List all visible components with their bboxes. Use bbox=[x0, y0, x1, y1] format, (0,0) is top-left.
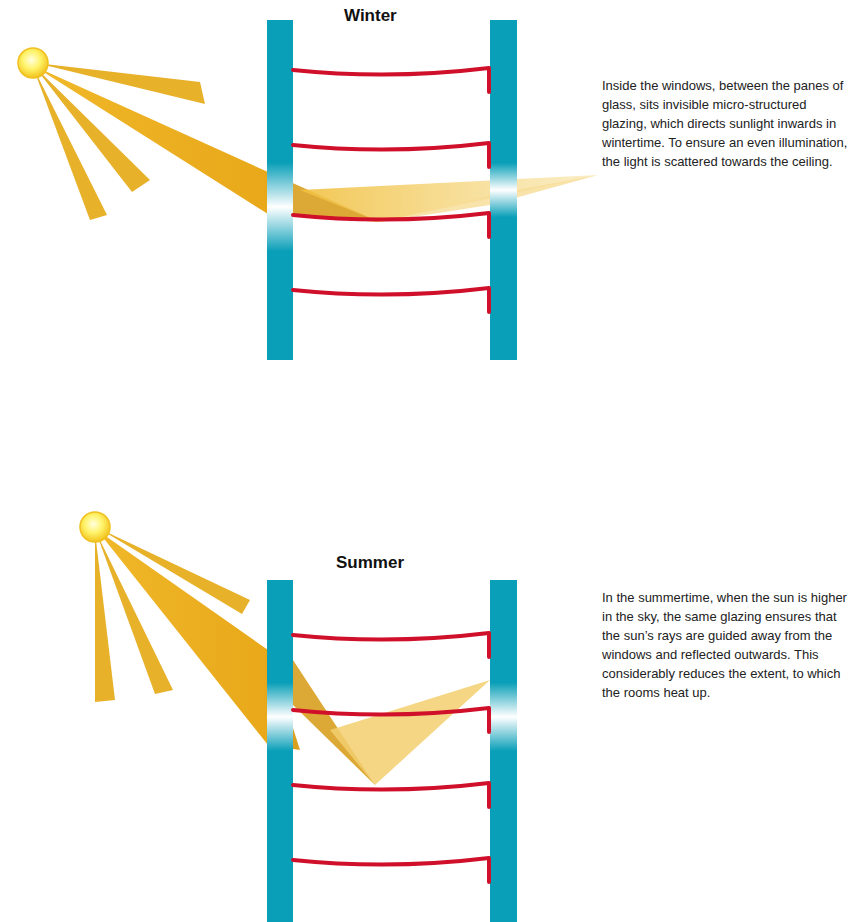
micro-structure-shelves bbox=[293, 633, 489, 882]
outer-pane bbox=[267, 580, 293, 922]
outer-pane bbox=[267, 20, 293, 360]
description-text: Inside the windows, between the panes of… bbox=[602, 76, 850, 171]
micro-structure-shelves bbox=[293, 68, 489, 312]
sun bbox=[18, 48, 48, 78]
description-text: In the summertime, when the sun is highe… bbox=[602, 588, 850, 702]
inner-pane bbox=[490, 20, 517, 360]
sun bbox=[80, 512, 110, 542]
inner-pane bbox=[490, 580, 517, 922]
panel-title: Summer bbox=[336, 553, 404, 573]
panel-title: Winter bbox=[344, 6, 397, 26]
